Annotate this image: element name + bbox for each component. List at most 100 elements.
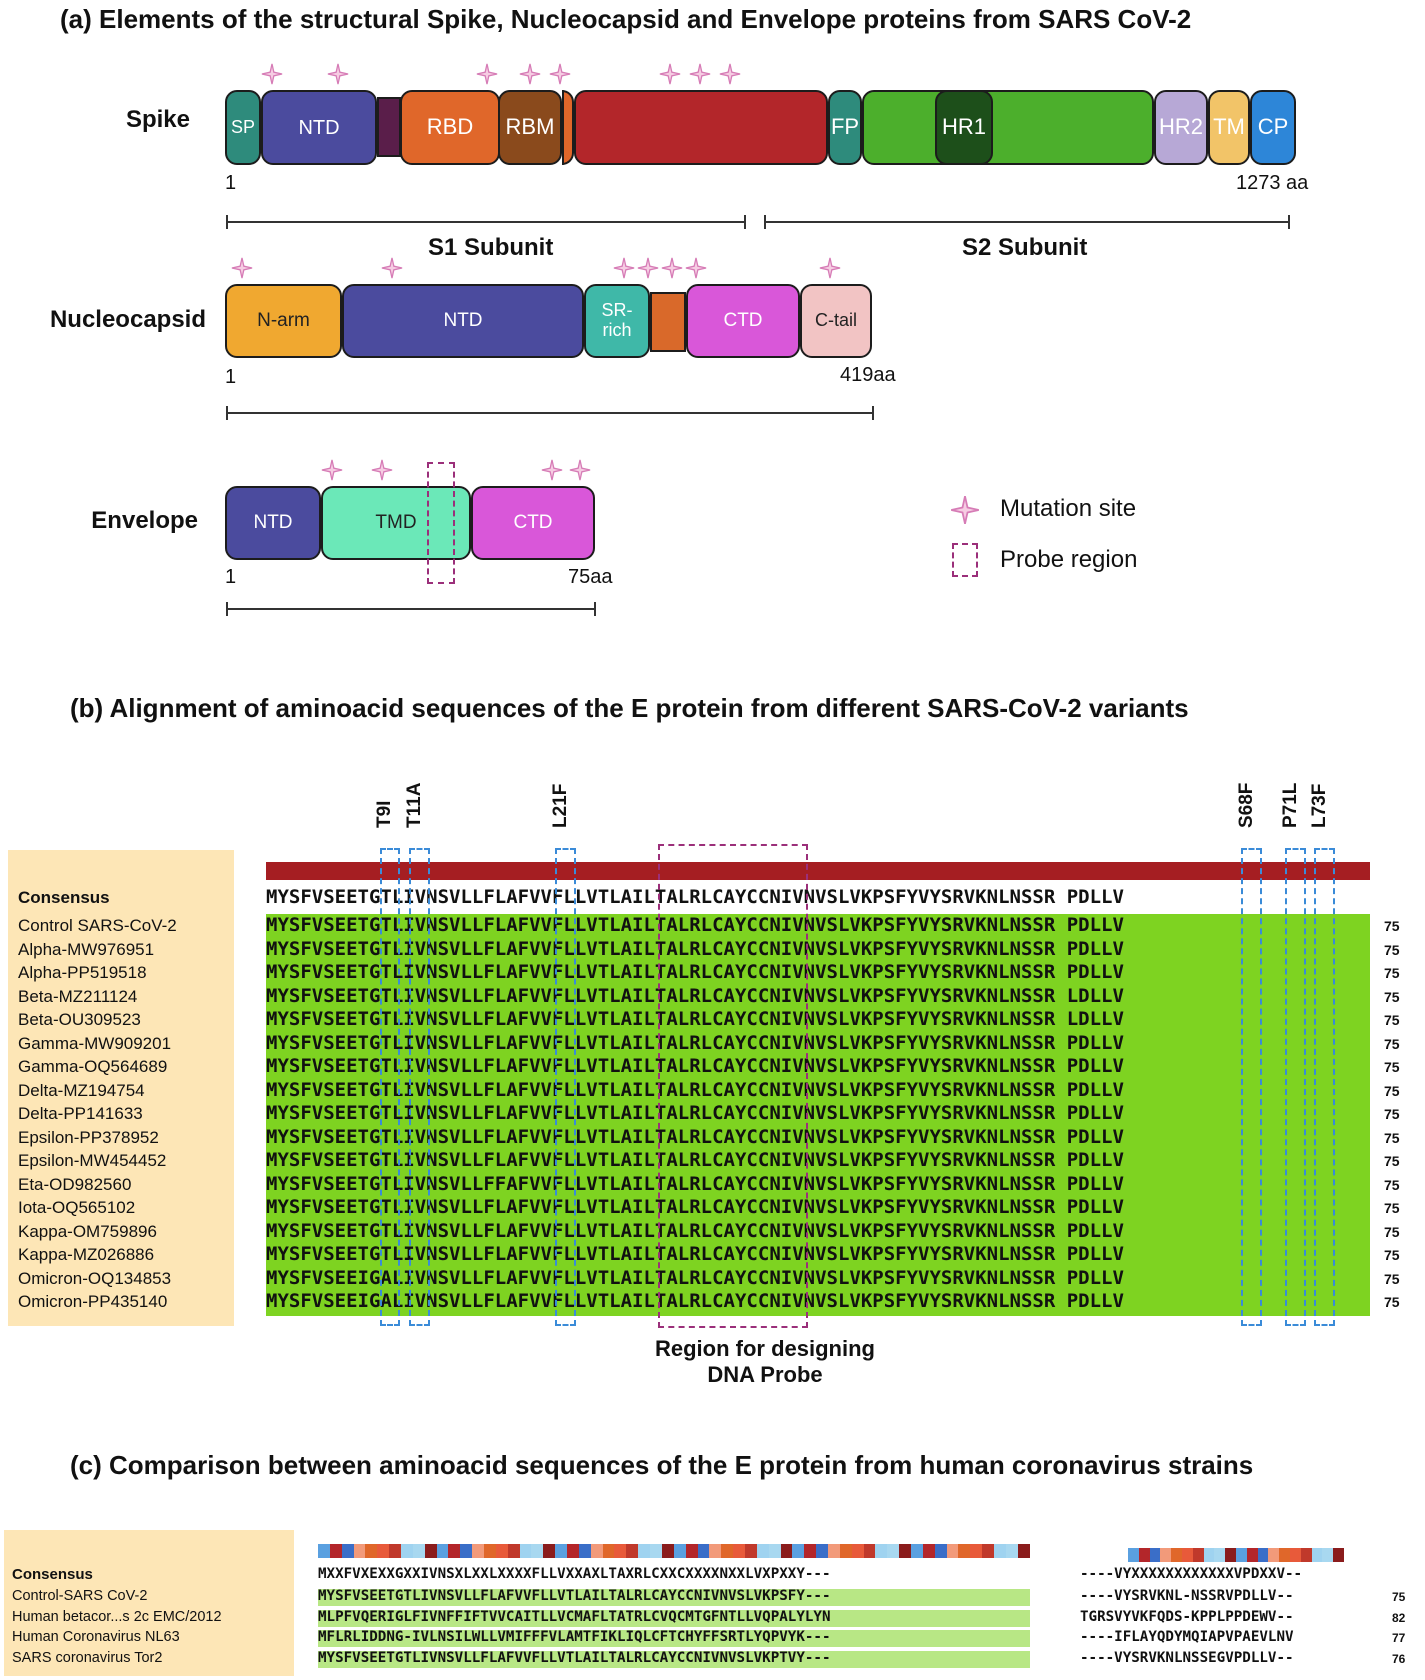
- panel-b-sequence-name: Gamma-MW909201: [18, 1033, 172, 1053]
- panel-b-sequence-name: Epsilon-PP378952: [18, 1127, 159, 1147]
- mutation-star-icon: [613, 257, 635, 279]
- conservation-cell: [555, 1544, 568, 1558]
- panel-c-consensus-right: ----VYXXXXXXXXXXXXVPDXXV--: [1080, 1566, 1303, 1582]
- conservation-cell: [1005, 1544, 1018, 1558]
- conservation-cell: [1203, 1548, 1215, 1562]
- spike-rbd-domain: RBD: [400, 90, 500, 165]
- conservation-cell: [460, 1544, 473, 1558]
- nucleo-start: 1: [225, 366, 237, 388]
- conservation-cell: [650, 1544, 662, 1558]
- panel-c-sequence-name: SARS coronavirus Tor2: [12, 1649, 163, 1666]
- panel-b-sequence-length: 75: [1384, 1200, 1400, 1216]
- spike-start: 1: [225, 172, 237, 194]
- panel-c-row-highlight: [318, 1589, 1030, 1606]
- panel-b-sequence-name: Delta-PP141633: [18, 1104, 143, 1123]
- conservation-cell: [436, 1544, 449, 1558]
- conservation-cell: [685, 1544, 698, 1558]
- nucleocapsid-label: Nucleocapsid: [49, 306, 206, 333]
- conservation-cell: [958, 1544, 971, 1558]
- conservation-cell: [982, 1544, 994, 1558]
- nucleo-end: 419aa: [840, 364, 896, 386]
- conservation-cell: [733, 1544, 745, 1558]
- conservation-cell: [804, 1544, 817, 1558]
- conservation-cell: [412, 1544, 425, 1558]
- panel-c-conservation-bar-left: [318, 1544, 1030, 1558]
- mutation-star-icon: [519, 63, 541, 85]
- panel-c-sequence-name: Human Coronavirus NL63: [12, 1629, 180, 1645]
- mutation-highlight-box: [555, 848, 576, 1326]
- panel-b-sequence-length: 75: [1384, 1223, 1400, 1240]
- conservation-cell: [1225, 1548, 1236, 1562]
- spike-tm-domain: TM: [1208, 90, 1250, 165]
- panel-c-row-highlight: [318, 1609, 1030, 1627]
- conservation-cell: [614, 1544, 627, 1558]
- panel-b-sequence: MYSFVSEETGTLIVNSVLLFLAFVVFLLVTLAILTALRLC…: [266, 1125, 1124, 1148]
- panel-c-sequence-name: Human betacor...s 2c EMC/2012: [12, 1608, 222, 1625]
- conservation-cell: [1138, 1548, 1150, 1562]
- conservation-cell: [507, 1544, 520, 1558]
- spike-cp-domain: CP: [1250, 90, 1296, 165]
- nucleo-ctail-domain: C-tail: [800, 284, 872, 358]
- conservation-cell: [1279, 1548, 1290, 1562]
- alignment-green-background: [266, 914, 1370, 1316]
- conservation-cell: [756, 1544, 769, 1558]
- conservation-cell: [353, 1544, 366, 1558]
- mutation-star-icon: [541, 459, 563, 481]
- conservation-cell: [839, 1544, 852, 1558]
- spike-label: Spike: [125, 106, 190, 133]
- panel-b-sequence: MYSFVSEETGTLIVNSVLLFLAFVVFLLVTLAILTALRLC…: [266, 937, 1124, 960]
- conservation-cell: [1128, 1548, 1139, 1562]
- spike-s1-region: [574, 90, 828, 165]
- panel-b-sequence-length: 75: [1384, 1082, 1400, 1099]
- nucleo-linker: [650, 292, 686, 352]
- mutation-label: T11A: [403, 782, 425, 828]
- panel-b-sequence: MYSFVSEETGTLIVNSVLLFLAFVVFLLVTLAILTALRLC…: [266, 1219, 1124, 1242]
- conservation-cell: [484, 1544, 496, 1558]
- panel-b-sequence: MYSFVSEETGTLIVNSVLLFLAFVVFLLVTLAILTALRLC…: [266, 1008, 1124, 1030]
- panel-b-sequence-name: Beta-MZ211124: [18, 986, 138, 1006]
- spike-end: 1273 aa: [1236, 172, 1309, 194]
- mutation-star-icon: [569, 459, 591, 481]
- panel-b-consensus-label: Consensus: [18, 888, 110, 907]
- mutation-star-icon: [321, 459, 343, 481]
- s2-bracket: [764, 215, 1290, 229]
- panel-c-consensus-label: Consensus: [12, 1566, 93, 1583]
- mutation-star-icon: [689, 63, 711, 85]
- mutation-star-icon: [685, 257, 707, 279]
- panel-b-sequence-name: Alpha-PP519518: [18, 963, 147, 982]
- panel-b-sequence: MYSFVSEETGTLIVNSVLLFLAFVVFLLVTLAILTALRLC…: [266, 1102, 1124, 1124]
- panel-c-sequence-length: 76: [1392, 1651, 1406, 1666]
- panel-c-sequence-name: Control-SARS CoV-2: [12, 1588, 148, 1604]
- panel-b-sequence-name: Gamma-OQ564689: [18, 1057, 168, 1076]
- panel-b-sequence: MYSFVSEETGTLIVNSVLLFLAFVVFLLVTLAILTALRLC…: [266, 1078, 1124, 1101]
- conservation-cell: [768, 1544, 781, 1558]
- mutation-star-icon: [659, 63, 681, 85]
- panel-b-name-column: [8, 850, 234, 1326]
- envelope-end: 75aa: [568, 566, 613, 588]
- panel-b-sequence-name: Omicron-OQ134853: [18, 1268, 172, 1288]
- conservation-cell: [424, 1544, 437, 1558]
- envelope-tmd-domain: TMD: [321, 486, 471, 560]
- conservation-cell: [899, 1544, 911, 1558]
- conservation-cell: [590, 1544, 603, 1558]
- panel-b-sequence-length: 75: [1384, 1247, 1400, 1263]
- mutation-star-icon: [261, 63, 283, 85]
- envelope-probe-region: [427, 462, 455, 584]
- panel-b-sequence: MYSFVSEETGTLIVNSVLLFFAFVVFLLVTLAILTALRLC…: [266, 1172, 1124, 1195]
- spike-rbd-tail: [562, 90, 574, 165]
- conservation-cell: [934, 1544, 947, 1558]
- nucleo-ctd-domain: CTD: [686, 284, 800, 358]
- panel-c-sequence-left: MFLRLIDDNG-IVLNSILWLLVMIFFFVLAMTFIKLIQLC…: [318, 1629, 831, 1645]
- panel-b-sequence-name: Alpha-MW976951: [18, 939, 155, 959]
- conservation-cell: [519, 1544, 532, 1558]
- panel-c-sequence-length: 82: [1392, 1610, 1406, 1625]
- mutation-highlight-box: [379, 848, 401, 1326]
- panel-b-sequence-name: Kappa-MZ026886: [18, 1245, 155, 1264]
- conservation-cell: [1171, 1548, 1182, 1562]
- mutation-label: S68F: [1235, 782, 1257, 828]
- panel-b-consensus-sequence: MYSFVSEETGTLIVNSVLLFLAFVVFLLVTLAILTALRLC…: [266, 886, 1124, 908]
- conservation-cell: [1160, 1548, 1172, 1562]
- mutation-star-icon: [381, 257, 403, 279]
- panel-b-sequence-length: 75: [1384, 1176, 1400, 1193]
